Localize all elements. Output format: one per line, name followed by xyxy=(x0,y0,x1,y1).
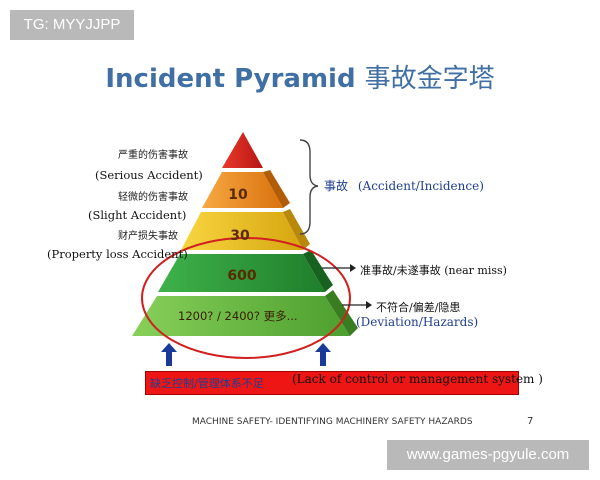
tier-slight xyxy=(202,172,283,208)
label-serious-en: (Serious Accident) xyxy=(95,168,203,182)
label-accident-en: (Accident/Incidence) xyxy=(357,179,484,193)
label-accident: 事故 (Accident/Incidence) xyxy=(324,177,484,194)
label-deviation-zh: 不符合/偏差/隐患 xyxy=(376,301,461,314)
title-en: Incident Pyramid xyxy=(105,64,356,94)
tier-serious xyxy=(222,132,263,168)
page-title: Incident Pyramid 事故金字塔 xyxy=(0,58,600,95)
up-arrow-left-icon xyxy=(161,343,177,366)
tier-value-30: 30 xyxy=(230,228,250,244)
watermark-bottom: www.games-pgyule.com xyxy=(387,440,589,470)
accident-brace xyxy=(299,139,319,235)
management-zh: 缺乏控制/管理体系不足 xyxy=(150,377,264,390)
tier-value-10: 10 xyxy=(228,187,248,203)
up-arrow-right-icon xyxy=(315,343,331,366)
tier-value-1200: 1200? / 2400? 更多... xyxy=(178,309,298,323)
label-property-en: (Property loss Accident) xyxy=(47,247,188,261)
management-box xyxy=(145,371,519,395)
label-near-miss: 准事故/未遂事故 (near miss) xyxy=(360,264,507,277)
page-number: 7 xyxy=(527,416,534,427)
label-slight-zh: 轻微的伤害事故 xyxy=(118,192,188,203)
label-serious-zh: 严重的伤害事故 xyxy=(118,150,188,161)
hazard-ellipse xyxy=(141,237,351,359)
tier-deviation xyxy=(132,296,350,336)
label-accident-zh: 事故 xyxy=(324,179,349,193)
label-slight-en: (Slight Accident) xyxy=(88,208,187,222)
watermark-top: TG: MYYJJPP xyxy=(10,10,134,40)
management-en: (Lack of control or management system ) xyxy=(292,372,543,386)
footer-text: MACHINE SAFETY- IDENTIFYING MACHINERY SA… xyxy=(192,417,473,427)
tier-value-600: 600 xyxy=(227,268,257,284)
label-deviation-en: (Deviation/Hazards) xyxy=(356,315,479,329)
tier-near-miss xyxy=(158,254,325,292)
title-zh: 事故金字塔 xyxy=(364,64,495,94)
label-property-zh: 财产损失事故 xyxy=(118,231,178,242)
